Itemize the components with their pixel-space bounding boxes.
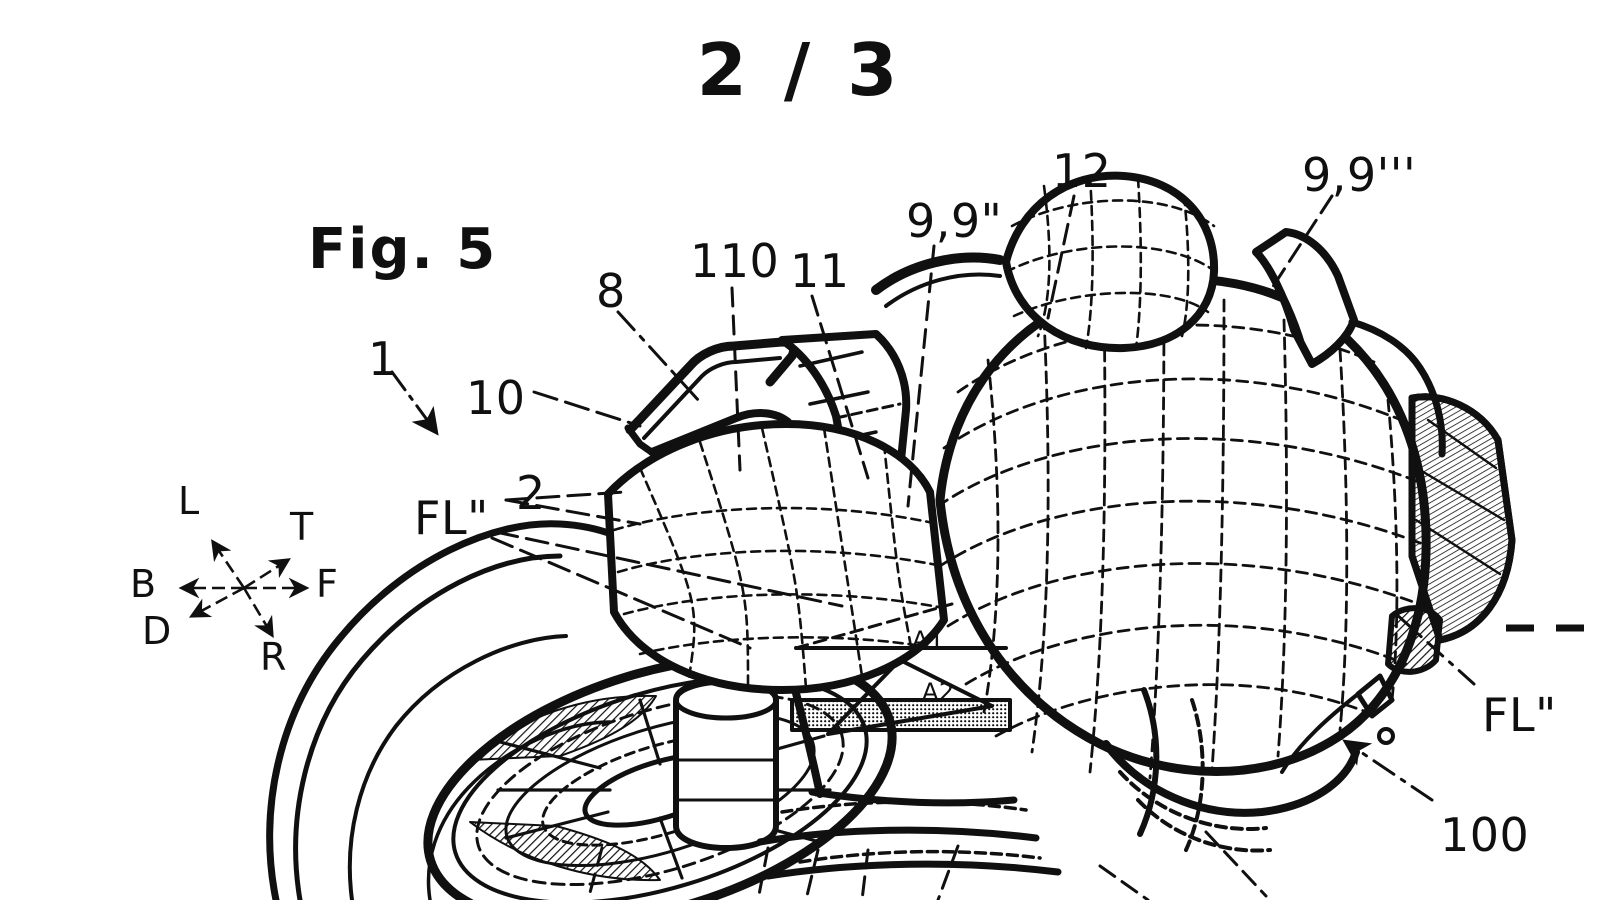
- rear-hatched-pack-group: [1408, 393, 1516, 644]
- front-cowling-group: [604, 420, 948, 694]
- reference-label-fl-left: FL": [414, 491, 489, 545]
- reference-label-fl-right: FL": [1482, 688, 1557, 742]
- compass-label-R: R: [260, 635, 287, 679]
- compass-label-L: L: [178, 479, 200, 523]
- annotation-label-a1: A1: [912, 626, 945, 654]
- annotation-label-a2: A2: [922, 678, 955, 706]
- compass-label-D: D: [142, 609, 172, 653]
- compass-arrow-R: [242, 587, 274, 638]
- reference-label-1: 1: [368, 332, 398, 386]
- compass-arrow-L: [211, 539, 246, 589]
- reference-label-12: 12: [1052, 144, 1112, 198]
- reference-label-10: 10: [466, 371, 526, 425]
- sheet-number: 2 / 3: [696, 28, 904, 112]
- compass-arrows: [178, 539, 310, 638]
- reference-label-2: 2: [516, 466, 546, 520]
- upper-airbag-chamber-group: [1002, 171, 1219, 353]
- reference-label-9-9pp: 9,9": [906, 194, 1003, 248]
- lower-frame-detail: [780, 800, 1042, 864]
- reference-label-9-9ppp: 9,9''': [1302, 148, 1417, 202]
- reference-label-8: 8: [596, 264, 626, 318]
- figure-label: Fig. 5: [308, 217, 498, 282]
- reference-label-11: 11: [790, 244, 850, 298]
- compass-label-T: T: [290, 505, 314, 549]
- compass-label-B: B: [130, 562, 157, 606]
- compass-label-F: F: [316, 562, 339, 606]
- front-wheel-rim-group: [423, 652, 897, 900]
- orientation-compass: L T B F D R: [120, 470, 370, 676]
- reference-label-100: 100: [1440, 808, 1530, 862]
- reference-label-110: 110: [690, 234, 780, 288]
- compass-arrow-D: [188, 586, 245, 618]
- mid-hatched-wedge-group: [790, 602, 1012, 736]
- compass-arrow-T: [243, 558, 291, 590]
